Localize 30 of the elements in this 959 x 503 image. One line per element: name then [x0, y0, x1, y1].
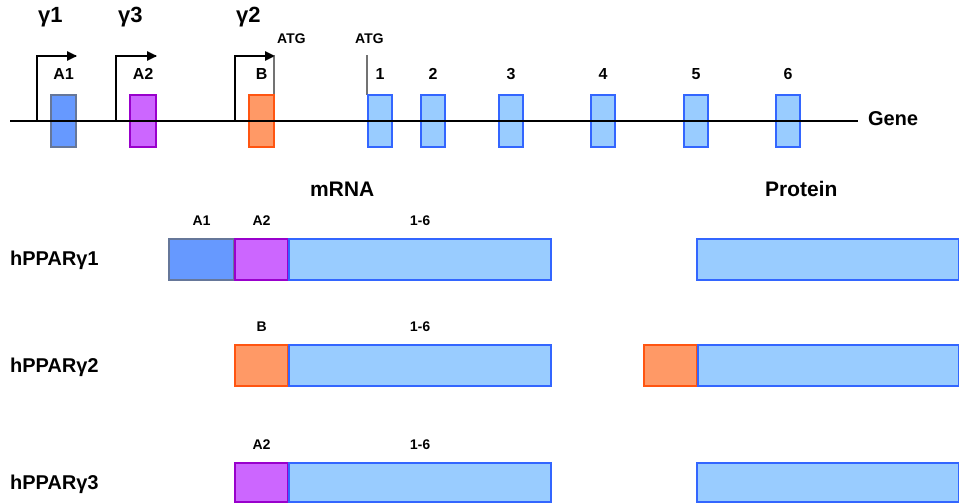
- codon-label: ATG: [277, 30, 306, 46]
- edge-label: γ3: [118, 2, 142, 28]
- exon-label: B: [255, 318, 268, 334]
- exon-label: A1: [52, 66, 75, 84]
- exon-label: B: [254, 66, 268, 84]
- exon-label: 4: [598, 66, 608, 84]
- exon-label: 6: [782, 66, 794, 84]
- exon-label: 1: [374, 66, 386, 84]
- isoform-label: hPPARγ1: [10, 248, 99, 271]
- exon-label: A2: [252, 436, 272, 452]
- promoter-arrow: [36, 51, 77, 120]
- edge-label: γ2: [236, 2, 260, 28]
- edge-label: γ1: [38, 2, 62, 28]
- track-label: Gene: [868, 108, 918, 131]
- exon-label: 5: [690, 66, 702, 84]
- section-heading: mRNA: [310, 178, 374, 202]
- exon-label: 1-6: [408, 318, 432, 334]
- promoter-arrow: [115, 51, 157, 120]
- exon-label: 1-6: [408, 436, 432, 452]
- exon-label: A2: [132, 66, 154, 84]
- exon-label: A2: [252, 212, 272, 228]
- exon-label: 1-6: [408, 212, 432, 228]
- exon-label: A1: [192, 212, 212, 228]
- isoform-label: hPPARγ2: [10, 355, 99, 378]
- isoform-label: hPPARγ3: [10, 472, 99, 495]
- exon-label: 2: [428, 66, 438, 84]
- codon-label: ATG: [355, 30, 384, 46]
- section-heading: Protein: [765, 178, 838, 202]
- exon-label: 3: [506, 66, 516, 84]
- promoter-arrow: [234, 51, 275, 120]
